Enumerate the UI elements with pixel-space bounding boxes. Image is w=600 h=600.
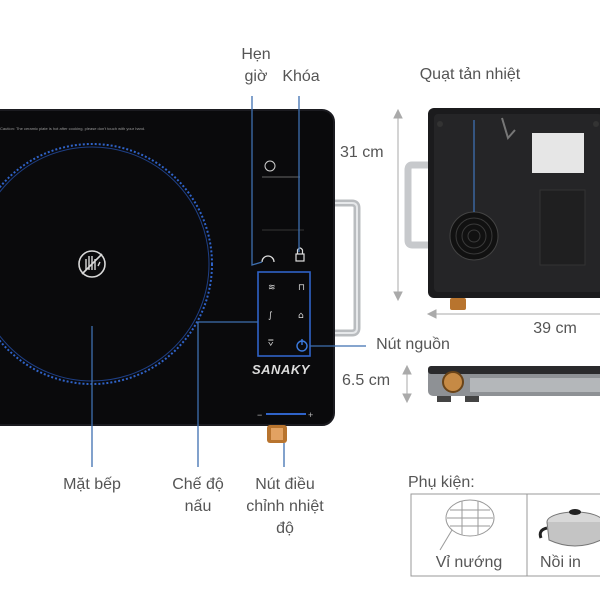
fan-grille [449, 211, 499, 261]
cooking-mode-panel [257, 271, 311, 357]
label-timer-line1: Hẹn [241, 46, 271, 63]
label-knob-line2: chỉnh nhiệt [246, 498, 324, 515]
pot-icon [538, 509, 600, 547]
glass-cooktop [0, 110, 334, 425]
back-view [404, 108, 600, 310]
label-knob-line1: Nút điều [255, 476, 315, 493]
svg-text:⩢: ⩢ [268, 339, 274, 349]
svg-text:⊓: ⊓ [298, 283, 305, 293]
accessory-label-pot: Nồi in [540, 554, 581, 571]
brand-logo: SANAKY [252, 362, 310, 377]
grill-rack-icon [439, 499, 495, 551]
hot-surface-icon [78, 250, 106, 278]
side-view [428, 366, 600, 402]
dimension-thickness: 6.5 cm [342, 372, 391, 389]
svg-text:+: + [308, 410, 313, 420]
label-mode-line2: nấu [184, 498, 212, 515]
dimension-width: 39 cm [533, 320, 577, 337]
label-lock: Khóa [282, 68, 320, 85]
label-timer-line2: giờ [244, 68, 268, 85]
accessories-title: Phụ kiện: [408, 474, 475, 491]
accessory-label-grill: Vỉ nướng [435, 554, 503, 571]
label-power-button: Nút nguồn [376, 336, 450, 353]
svg-text:⌂: ⌂ [298, 311, 304, 321]
label-fan: Quạt tản nhiệt [419, 66, 521, 83]
label-knob-line3: độ [276, 520, 294, 537]
top-warning-icon [264, 160, 276, 172]
lock-icon [295, 253, 305, 262]
dimension-height: 31 cm [340, 144, 384, 161]
label-mode-line1: Chế độ [172, 476, 224, 493]
svg-text:∫: ∫ [268, 311, 273, 321]
accessory-box-grill [410, 493, 528, 577]
svg-text:−: − [257, 410, 262, 420]
warning-text: Caution: The ceramic plate is hot after … [0, 126, 146, 131]
timer-icon [261, 255, 275, 263]
svg-text:≋: ≋ [268, 283, 276, 293]
label-cooktop: Mặt bếp [63, 476, 121, 493]
